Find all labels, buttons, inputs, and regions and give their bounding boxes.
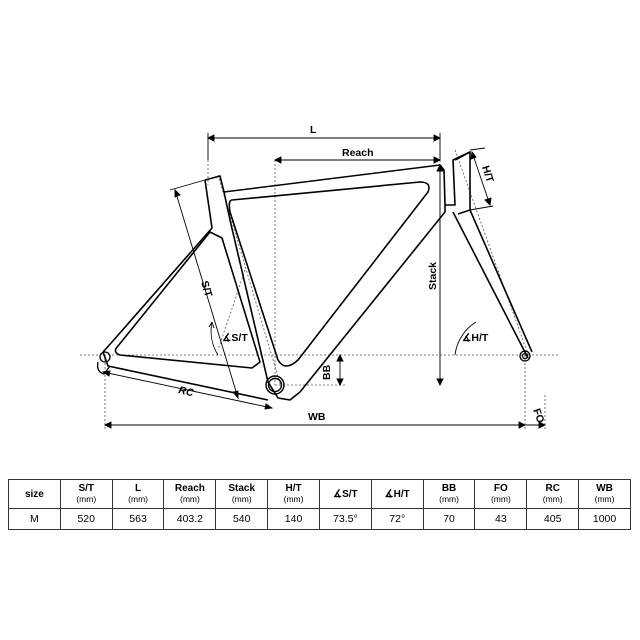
header-unit: (mm) — [490, 494, 511, 504]
cell-bb: 70 — [422, 508, 476, 530]
header-label: ∡S/T — [333, 488, 358, 500]
col-header-ht: H/T(mm) — [267, 479, 320, 509]
label-rc: RC — [177, 384, 195, 399]
header-label: S/T — [78, 483, 95, 494]
frame-geometry-diagram: L Reach H/T S/T Stack ∡S/T ∡H/T BB RC WB… — [80, 124, 560, 430]
front-dropout — [519, 350, 531, 362]
col-header-l: L(mm) — [111, 479, 165, 509]
cell-st-angle: 73.5° — [318, 508, 372, 530]
header-label: Reach — [174, 483, 205, 494]
col-header-st: S/T(mm) — [59, 479, 113, 509]
header-label: H/T — [285, 483, 302, 494]
dimension-lines — [101, 133, 547, 429]
label-angle-st: ∡S/T — [222, 332, 248, 344]
rear-dropout — [96, 351, 111, 375]
col-header-size: size — [8, 479, 61, 509]
cell-size: M — [8, 508, 61, 530]
header-label: BB — [441, 483, 457, 494]
header-unit: (mm) — [594, 494, 615, 504]
cell-reach: 403.2 — [163, 508, 217, 530]
header-unit: (mm) — [439, 494, 459, 504]
cell-st: 520 — [59, 508, 113, 530]
cell-stack: 540 — [215, 508, 269, 530]
label-fo: FO — [530, 407, 546, 425]
col-header-st-angle: ∡S/T — [318, 479, 372, 509]
geometry-table: size S/T(mm) L(mm) Reach(mm) Stack(mm) H… — [8, 479, 631, 530]
header-unit: (mm) — [231, 494, 252, 504]
angle-arcs — [208, 321, 477, 356]
cell-wb: 1000 — [578, 508, 631, 530]
col-header-rc: RC(mm) — [526, 479, 580, 509]
label-reach: Reach — [342, 147, 374, 159]
label-wb: WB — [308, 411, 326, 423]
label-bb: BB — [321, 364, 333, 380]
bike-frame-outline — [102, 151, 533, 401]
col-header-ht-angle: ∡H/T — [370, 479, 424, 509]
header-label: Stack — [228, 483, 256, 494]
cell-l: 563 — [111, 508, 165, 530]
header-label: ∡H/T — [384, 488, 410, 500]
header-label: RC — [545, 483, 560, 494]
cell-ht: 140 — [267, 508, 320, 530]
header-unit: (mm) — [283, 494, 304, 504]
table-row: M 520 563 403.2 540 140 73.5° 72° 70 43 … — [8, 508, 631, 530]
header-label: L — [135, 483, 142, 494]
table-header-row: size S/T(mm) L(mm) Reach(mm) Stack(mm) H… — [8, 479, 631, 509]
header-unit: (mm) — [76, 494, 97, 504]
header-unit: (mm) — [128, 494, 148, 504]
header-unit: (mm) — [179, 494, 200, 504]
label-st: S/T — [198, 279, 214, 299]
bottom-bracket — [265, 375, 285, 395]
header-label: size — [24, 488, 44, 500]
col-header-wb: WB(mm) — [578, 479, 631, 509]
label-angle-ht: ∡H/T — [462, 332, 489, 344]
label-ht: H/T — [479, 164, 496, 184]
cell-fo: 43 — [474, 508, 528, 530]
col-header-bb: BB(mm) — [422, 479, 476, 509]
label-stack: Stack — [427, 262, 439, 290]
header-label: WB — [596, 483, 613, 494]
header-label: FO — [493, 483, 508, 494]
col-header-stack: Stack(mm) — [215, 479, 269, 509]
cell-ht-angle: 72° — [370, 508, 424, 530]
col-header-reach: Reach(mm) — [163, 479, 217, 509]
cell-rc: 405 — [526, 508, 580, 530]
header-unit: (mm) — [542, 494, 563, 504]
label-l: L — [310, 124, 317, 136]
col-header-fo: FO(mm) — [474, 479, 528, 509]
